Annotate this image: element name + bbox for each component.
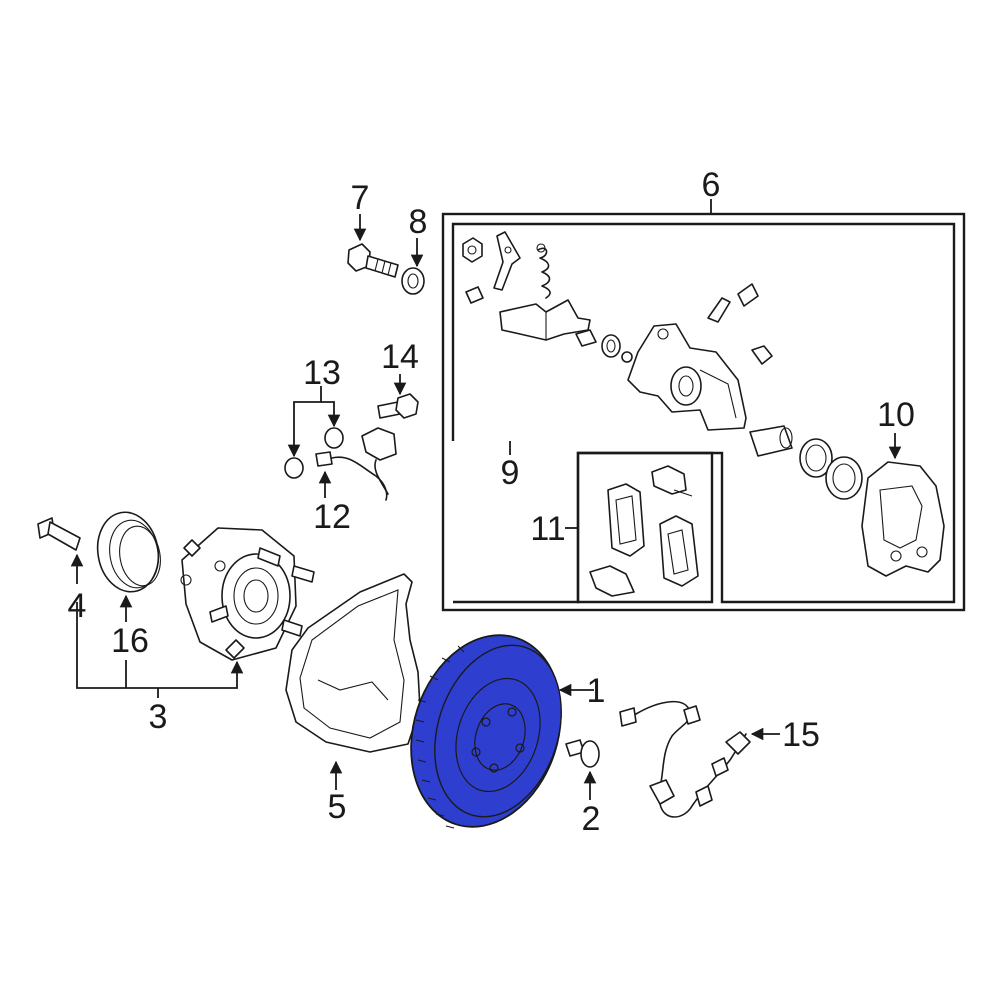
- hub-bearing-part: [180, 527, 315, 661]
- dust-shield-part: [285, 573, 421, 753]
- speed-sensor-part: [315, 427, 397, 501]
- callout-labels: 1 2 3 4 5 6 7 8 9 10 11 12 13 14 15 16: [68, 166, 915, 838]
- o-ring-parts: [284, 427, 344, 479]
- sensor-bolt-part: [377, 393, 419, 419]
- hub-bolt-part: [347, 243, 399, 278]
- callout-8: 8: [409, 203, 428, 241]
- callout-16: 16: [111, 622, 149, 660]
- callout-10: 10: [877, 396, 915, 434]
- callout-11: 11: [530, 510, 565, 548]
- callout-4: 4: [68, 587, 87, 625]
- callout-14: 14: [381, 338, 419, 376]
- leader-lines: [70, 214, 902, 800]
- callout-6: 6: [702, 166, 721, 204]
- wheel-stud-part: [37, 517, 81, 551]
- caliper-assembly-box: [441, 199, 966, 612]
- brake-pads-part: [589, 465, 699, 597]
- hub-seal-part: [96, 511, 161, 593]
- callout-2: 2: [582, 800, 601, 838]
- callout-9: 9: [501, 454, 520, 492]
- callout-7: 7: [351, 179, 370, 217]
- callout-15: 15: [782, 716, 820, 754]
- rotor-screw-part: [565, 739, 600, 768]
- callout-3: 3: [149, 698, 168, 736]
- callout-1: 1: [587, 672, 606, 710]
- caliper-internal-parts: [462, 231, 863, 500]
- brake-rotor-part: [410, 634, 562, 829]
- washer-part: [401, 267, 425, 295]
- wheel-speed-harness-part: [619, 700, 751, 818]
- caliper-bracket-part: [861, 461, 945, 577]
- callout-13: 13: [303, 354, 341, 392]
- callout-5: 5: [328, 788, 347, 826]
- callout-12: 12: [313, 498, 351, 536]
